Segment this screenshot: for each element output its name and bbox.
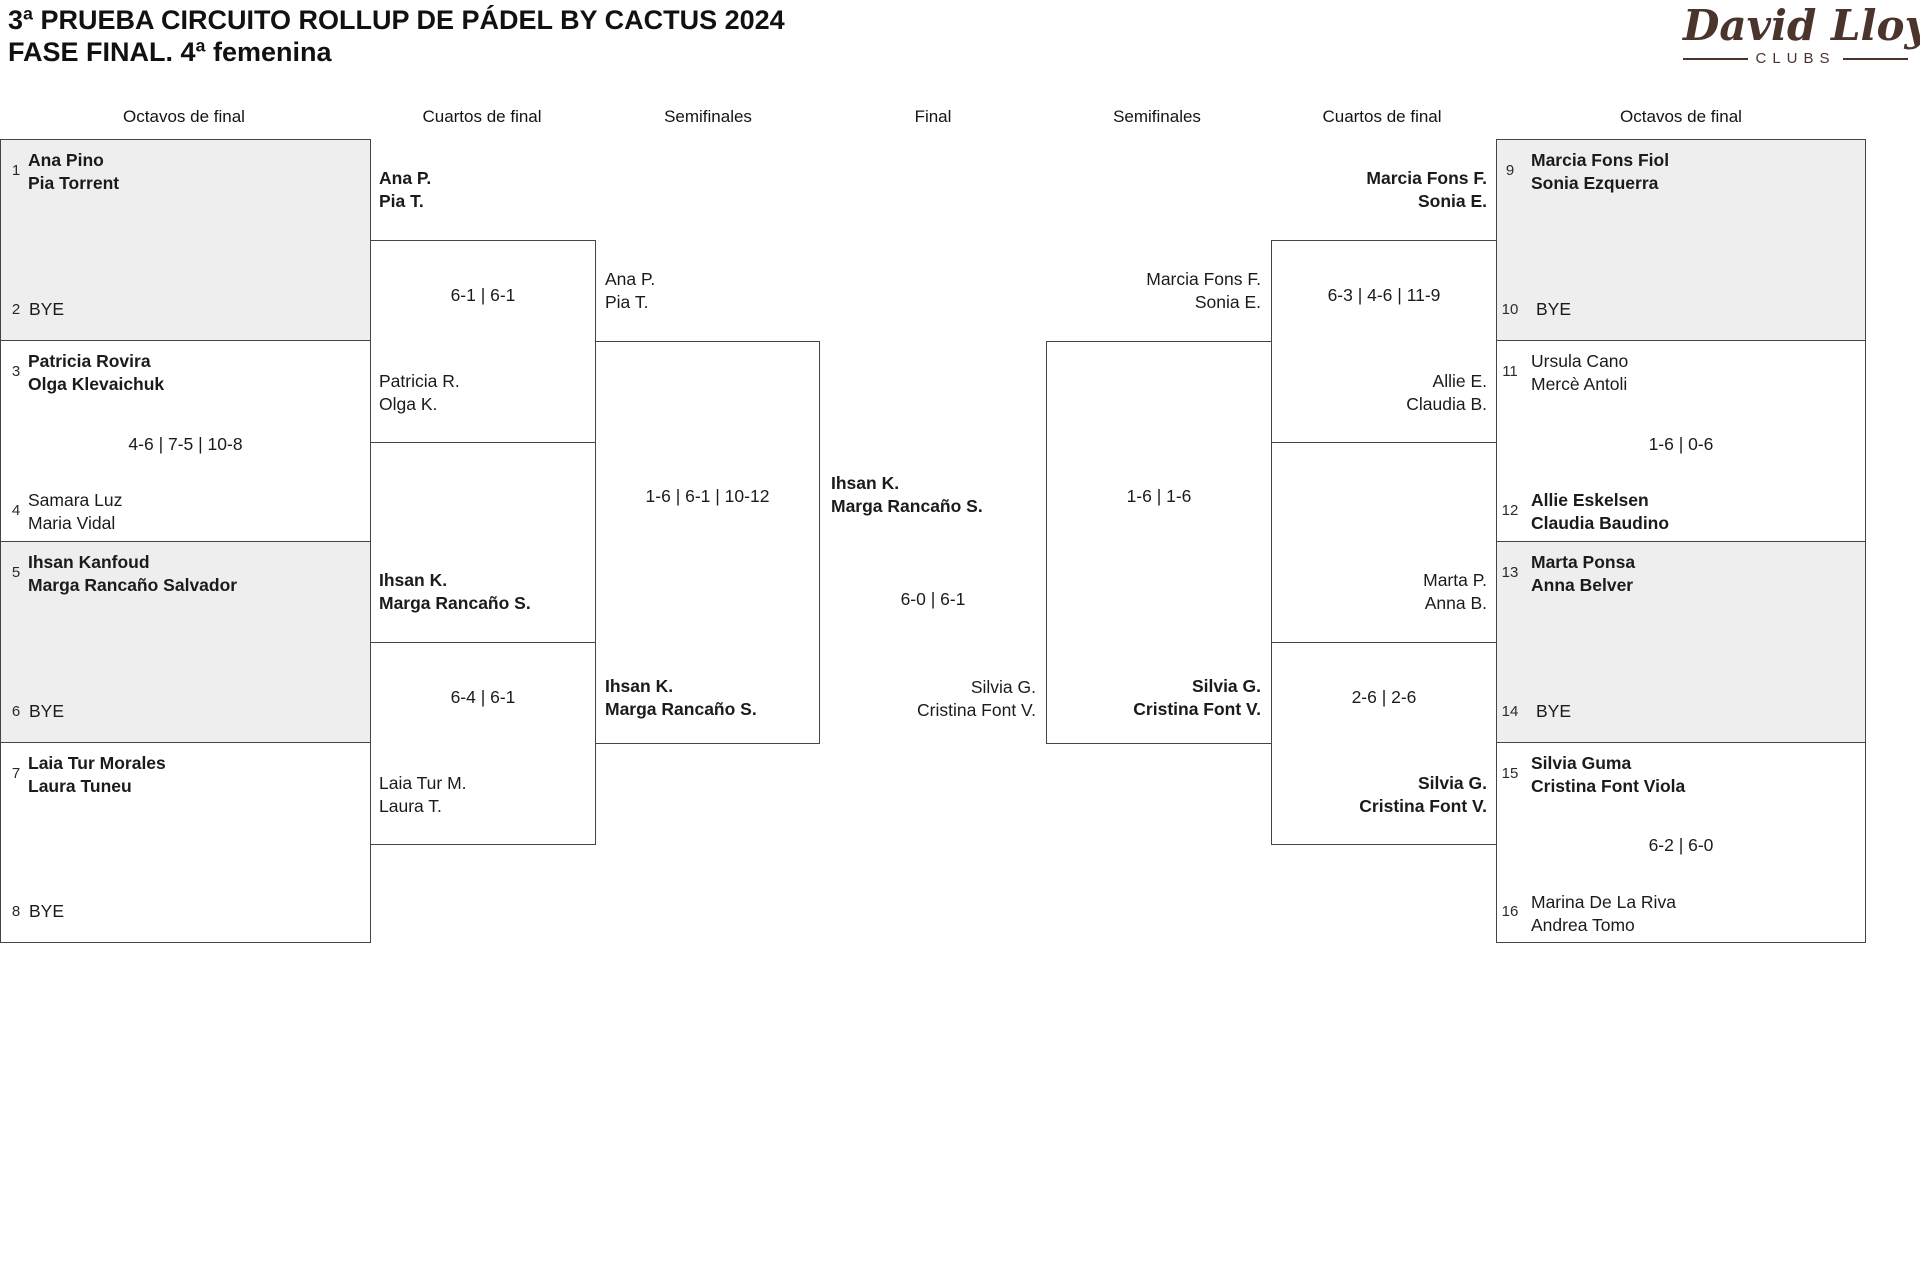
match-score: 6-1 | 6-1 xyxy=(450,285,516,305)
match-box-octavos-13-14 xyxy=(1496,541,1866,743)
bye-label: BYE xyxy=(29,299,65,319)
team-names: Ihsan K. Marga Rancaño S. xyxy=(379,570,531,613)
page-title-line1: 3ª PRUEBA CIRCUITO ROLLUP DE PÁDEL BY CA… xyxy=(8,5,785,35)
seed-number: 11 xyxy=(1502,363,1518,380)
match-box-semifinal-left xyxy=(595,341,820,744)
team-names: Marcia Fons F. Sonia E. xyxy=(1366,168,1487,211)
seed-number: 10 xyxy=(1501,301,1519,318)
team-names: Silvia G. Cristina Font V. xyxy=(917,677,1036,720)
match-box-octavos-9-10 xyxy=(1496,139,1866,341)
match-score: 6-0 | 6-1 xyxy=(900,589,966,609)
match-box-octavos-3-4 xyxy=(0,340,371,542)
seed-number: 4 xyxy=(11,502,21,519)
match-score: 2-6 | 2-6 xyxy=(1351,687,1417,707)
match-score: 1-6 | 1-6 xyxy=(1126,486,1192,506)
team-names: Ana P. Pia T. xyxy=(605,269,656,312)
team-names: Silvia G. Cristina Font V. xyxy=(1359,773,1487,816)
logo-brand-text: David Lloyd xyxy=(1683,1,1920,50)
team-names: Patricia Rovira Olga Klevaichuk xyxy=(28,351,165,394)
bye-label: BYE xyxy=(1536,299,1572,319)
team-names: Ana P. Pia T. xyxy=(379,168,432,211)
seed-number: 6 xyxy=(11,703,21,720)
match-box-cuartos-right-1 xyxy=(1271,240,1497,443)
team-names: Allie E. Claudia B. xyxy=(1406,371,1487,414)
match-box-octavos-7-8 xyxy=(0,742,371,943)
match-score: 6-2 | 6-0 xyxy=(1648,835,1714,855)
team-names: Marcia Fons F. Sonia E. xyxy=(1146,269,1261,312)
team-names: Silvia G. Cristina Font V. xyxy=(1133,676,1261,719)
bye-label: BYE xyxy=(29,701,65,721)
seed-number: 12 xyxy=(1501,502,1519,519)
logo-line-right xyxy=(1842,57,1908,60)
match-box-cuartos-left-1 xyxy=(370,240,596,443)
round-header-cuartos-left: Cuartos de final xyxy=(422,107,542,126)
match-box-cuartos-left-2 xyxy=(370,642,596,845)
seed-number: 7 xyxy=(11,765,21,782)
seed-number: 14 xyxy=(1501,703,1519,720)
round-header-octavos-left: Octavos de final xyxy=(123,107,245,126)
match-box-semifinal-right xyxy=(1046,341,1272,744)
seed-number: 15 xyxy=(1501,765,1519,782)
team-names: Marta P. Anna B. xyxy=(1423,570,1487,613)
seed-number: 9 xyxy=(1505,162,1515,179)
match-box-octavos-11-12 xyxy=(1496,340,1866,542)
match-box-octavos-1-2 xyxy=(0,139,371,341)
seed-number: 3 xyxy=(11,363,21,380)
team-names: Marina De La Riva Andrea Tomo xyxy=(1531,892,1676,935)
team-names: Marta Ponsa Anna Belver xyxy=(1531,552,1636,595)
match-box-octavos-15-16 xyxy=(1496,742,1866,943)
team-names: Ihsan Kanfoud Marga Rancaño Salvador xyxy=(28,552,238,595)
bye-label: BYE xyxy=(1536,701,1572,721)
round-header-octavos-right: Octavos de final xyxy=(1620,107,1742,126)
seed-number: 13 xyxy=(1501,564,1519,581)
team-names: Laia Tur Morales Laura Tuneu xyxy=(28,753,166,796)
match-score: 6-4 | 6-1 xyxy=(450,687,516,707)
seed-number: 1 xyxy=(11,162,21,179)
team-names: Laia Tur M. Laura T. xyxy=(379,773,467,816)
seed-number: 5 xyxy=(11,564,21,581)
bye-label: BYE xyxy=(29,901,65,921)
team-names: Marcia Fons Fiol Sonia Ezquerra xyxy=(1531,150,1670,193)
round-header-cuartos-right: Cuartos de final xyxy=(1322,107,1442,126)
match-score: 1-6 | 6-1 | 10-12 xyxy=(645,486,770,506)
round-header-final: Final xyxy=(914,107,952,126)
page-title-line2: FASE FINAL. 4ª femenina xyxy=(8,37,332,67)
seed-number: 16 xyxy=(1501,903,1519,920)
team-names: Samara Luz Maria Vidal xyxy=(28,490,123,533)
seed-number: 8 xyxy=(11,903,21,920)
match-score: 1-6 | 0-6 xyxy=(1648,434,1714,454)
team-names: Allie Eskelsen Claudia Baudino xyxy=(1531,490,1670,533)
round-header-semis-left: Semifinales xyxy=(664,107,752,126)
match-score: 4-6 | 7-5 | 10-8 xyxy=(128,434,243,454)
team-names: Silvia Guma Cristina Font Viola xyxy=(1531,753,1686,796)
team-names: Patricia R. Olga K. xyxy=(379,371,460,414)
logo-clubs-text: CLUBS xyxy=(1755,50,1836,67)
logo-line-left xyxy=(1683,57,1749,60)
match-box-cuartos-right-2 xyxy=(1271,642,1497,845)
logo-clubs-row: CLUBS xyxy=(1683,50,1908,67)
seed-number: 2 xyxy=(11,301,21,318)
team-names: Ihsan K. Marga Rancaño S. xyxy=(831,473,983,516)
round-header-semis-right: Semifinales xyxy=(1113,107,1201,126)
david-lloyd-logo: David Lloyd CLUBS xyxy=(1683,1,1920,67)
match-score: 6-3 | 4-6 | 11-9 xyxy=(1327,285,1441,305)
team-names: Ana Pino Pia Torrent xyxy=(28,150,120,193)
team-names: Ihsan K. Marga Rancaño S. xyxy=(605,676,757,719)
team-names: Ursula Cano Mercè Antoli xyxy=(1531,351,1629,394)
